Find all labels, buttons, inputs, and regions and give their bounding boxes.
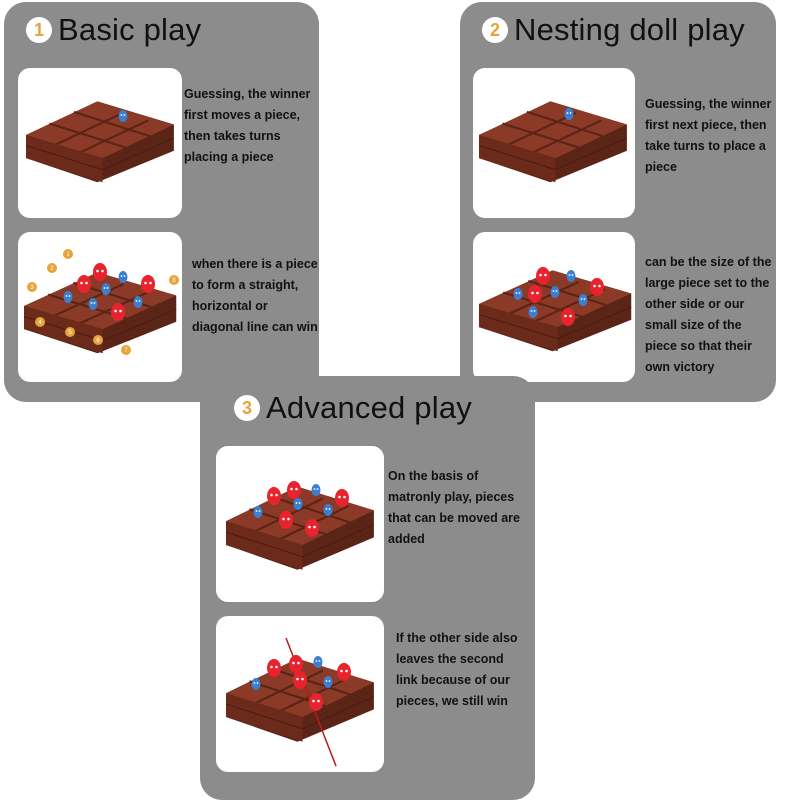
board-image-win <box>473 232 635 382</box>
step-number-badge: 1 <box>26 17 52 43</box>
position-label: 7 <box>124 348 128 354</box>
position-label: 6 <box>96 338 100 344</box>
board-image-win <box>216 616 384 772</box>
step-number-badge: 3 <box>234 395 260 421</box>
panel-basic-play: 1 Basic play Guessing, the winner first … <box>4 2 319 402</box>
position-label: 5 <box>68 330 72 336</box>
panel-heading: Advanced play <box>266 390 472 425</box>
instruction-text: Guessing, the winner first moves a piece… <box>184 87 311 164</box>
position-label: 4 <box>38 320 42 326</box>
instruction-text: can be the size of the large piece set t… <box>645 255 772 374</box>
position-label: 8 <box>172 278 176 284</box>
panel-heading: Nesting doll play <box>514 12 745 47</box>
panel-advanced-play: 3 Advanced play On the basis of matronly… <box>200 376 535 800</box>
instruction-text: If the other side also leaves the second… <box>396 631 518 708</box>
instruction-text: On the basis of matronly play, pieces th… <box>388 469 520 546</box>
position-label: 3 <box>30 285 34 291</box>
board-image-start <box>18 68 182 218</box>
board-image-start <box>473 68 635 218</box>
board-image-moves <box>216 446 384 602</box>
panel-title: 3 Advanced play <box>234 390 472 426</box>
panel-title: 2 Nesting doll play <box>482 12 745 48</box>
position-label: 1 <box>66 252 70 258</box>
panel-heading: Basic play <box>58 12 202 47</box>
position-label: 2 <box>50 266 54 272</box>
board-image-win: 1 2 3 4 5 6 7 8 <box>18 232 182 382</box>
instruction-text: Guessing, the winner first next piece, t… <box>645 97 772 174</box>
panel-title: 1 Basic play <box>26 12 201 48</box>
instruction-text: when there is a piece to form a straight… <box>192 257 318 334</box>
panel-nesting-doll-play: 2 Nesting doll play Guessing, the winner… <box>460 2 776 402</box>
step-number-badge: 2 <box>482 17 508 43</box>
